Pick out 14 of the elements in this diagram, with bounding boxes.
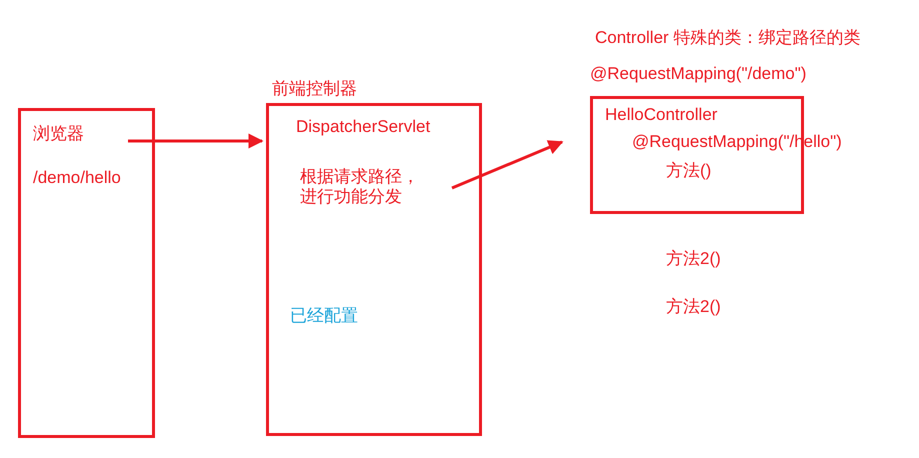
mapping-annotation: @RequestMapping("/demo") — [590, 64, 806, 84]
method-name: 方法2() — [666, 297, 721, 317]
class-name: HelloController — [605, 105, 718, 125]
arrow — [128, 134, 264, 148]
arrow — [451, 140, 564, 190]
url-path: /demo/hello — [33, 168, 121, 188]
controller-heading: 前端控制器 — [272, 79, 357, 99]
controller-note: Controller 特殊的类：绑定路径的类 — [595, 28, 860, 48]
dispatch-note: 根据请求路径，进行功能分发 — [300, 167, 420, 207]
method-name: 方法2() — [666, 249, 721, 269]
browser-label: 浏览器 — [33, 124, 84, 144]
config-note: 已经配置 — [290, 306, 358, 326]
servlet-name: DispatcherServlet — [296, 117, 430, 137]
method-name: 方法() — [666, 161, 712, 181]
